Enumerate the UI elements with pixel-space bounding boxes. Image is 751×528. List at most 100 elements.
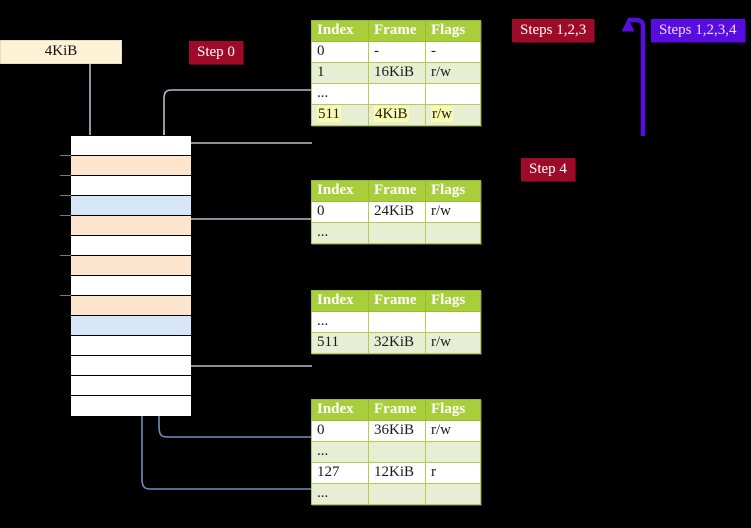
cell-flags: r/w xyxy=(425,104,481,126)
cell-index: 0 xyxy=(311,201,369,223)
cell-frame xyxy=(368,441,426,463)
column-header-index: Index xyxy=(311,180,369,202)
memory-frame-row xyxy=(71,276,191,296)
cell-frame: 32KiB xyxy=(368,332,426,354)
column-header-frame: Frame xyxy=(368,180,426,202)
memory-tick xyxy=(60,155,71,156)
memory-tick xyxy=(60,175,71,176)
memory-frame-row xyxy=(71,336,191,356)
memory-frame-row xyxy=(71,316,191,336)
cell-flags xyxy=(425,441,481,463)
cell-flags: - xyxy=(425,41,481,63)
link-table1-row511-to-memory xyxy=(175,142,312,219)
cell-frame xyxy=(368,222,426,244)
cell-index: ... xyxy=(311,311,369,333)
cell-frame: 36KiB xyxy=(368,420,426,442)
cell-index: 127 xyxy=(311,462,369,484)
memory-frame-row xyxy=(71,216,191,236)
badge-steps-1234-text: Steps 1,2,3,4 xyxy=(659,22,737,38)
steps-bracket-arrow xyxy=(621,17,646,136)
cell-flags: r xyxy=(425,462,481,484)
cell-frame: 16KiB xyxy=(368,62,426,84)
memory-frame-row xyxy=(71,236,191,256)
table-row: ... xyxy=(311,483,481,505)
memory-tick xyxy=(60,255,71,256)
cell-flags xyxy=(425,222,481,244)
column-header-flags: Flags xyxy=(425,399,481,421)
table-header-row: Index Frame Flags xyxy=(311,290,481,312)
cell-frame: 24KiB xyxy=(368,201,426,223)
cell-frame: 4KiB xyxy=(368,104,426,126)
table-row: 0-- xyxy=(311,41,481,63)
cell-index: 0 xyxy=(311,41,369,63)
memory-frame-row xyxy=(71,196,191,216)
cell-flags: r/w xyxy=(425,201,481,223)
column-header-index: Index xyxy=(311,20,369,42)
badge-step-4: Step 4 xyxy=(521,158,575,181)
memory-tick xyxy=(60,215,71,216)
column-header-frame: Frame xyxy=(368,20,426,42)
link-table3-row511-to-memory xyxy=(174,314,312,367)
memory-frame-row xyxy=(71,396,191,416)
memory-frame-row xyxy=(71,156,191,176)
cell-frame xyxy=(368,311,426,333)
cell-flags xyxy=(425,83,481,105)
cell-flags xyxy=(425,483,481,505)
table-row: 511 4KiB r/w xyxy=(311,104,481,126)
column-header-flags: Flags xyxy=(425,20,481,42)
memory-frame-row xyxy=(71,256,191,276)
physical-memory-column xyxy=(70,135,191,416)
badge-step-0: Step 0 xyxy=(189,41,243,64)
badge-steps-1234: Steps 1,2,3,4 xyxy=(651,19,745,42)
cell-index: 511 xyxy=(311,332,369,354)
badge-steps-123: Steps 1,2,3 xyxy=(512,19,595,42)
cell-index: 0 xyxy=(311,420,369,442)
size-label-text: 4KiB xyxy=(44,43,78,59)
cell-frame: - xyxy=(368,41,426,63)
table-row: ... xyxy=(311,83,481,105)
highlighted-value: r/w xyxy=(431,106,453,122)
memory-frame-row xyxy=(71,376,191,396)
cell-frame xyxy=(368,483,426,505)
table-header-row: Index Frame Flags xyxy=(311,20,481,42)
highlighted-value: 4KiB xyxy=(374,106,409,122)
highlighted-value: 511 xyxy=(317,106,341,122)
badge-step-0-text: Step 0 xyxy=(197,44,235,60)
cell-frame xyxy=(368,83,426,105)
memory-frame-row xyxy=(71,136,191,156)
size-label-box: 4KiB xyxy=(0,40,122,64)
column-header-frame: Frame xyxy=(368,290,426,312)
cell-index: 1 xyxy=(311,62,369,84)
memory-frame-row xyxy=(71,176,191,196)
cell-flags: r/w xyxy=(425,420,481,442)
cell-flags: r/w xyxy=(425,62,481,84)
column-header-flags: Flags xyxy=(425,180,481,202)
column-header-frame: Frame xyxy=(368,399,426,421)
cell-flags: r/w xyxy=(425,332,481,354)
cell-index: ... xyxy=(311,441,369,463)
cell-frame: 12KiB xyxy=(368,462,426,484)
memory-tick xyxy=(60,195,71,196)
column-header-index: Index xyxy=(311,290,369,312)
table-header-row: Index Frame Flags xyxy=(311,399,481,421)
cell-flags xyxy=(425,311,481,333)
memory-tick xyxy=(60,295,71,296)
memory-frame-row xyxy=(71,356,191,376)
cell-index: ... xyxy=(311,222,369,244)
table-header-row: Index Frame Flags xyxy=(311,180,481,202)
table-row: ... xyxy=(311,311,481,333)
cell-index: 511 xyxy=(311,104,369,126)
cell-index: ... xyxy=(311,83,369,105)
